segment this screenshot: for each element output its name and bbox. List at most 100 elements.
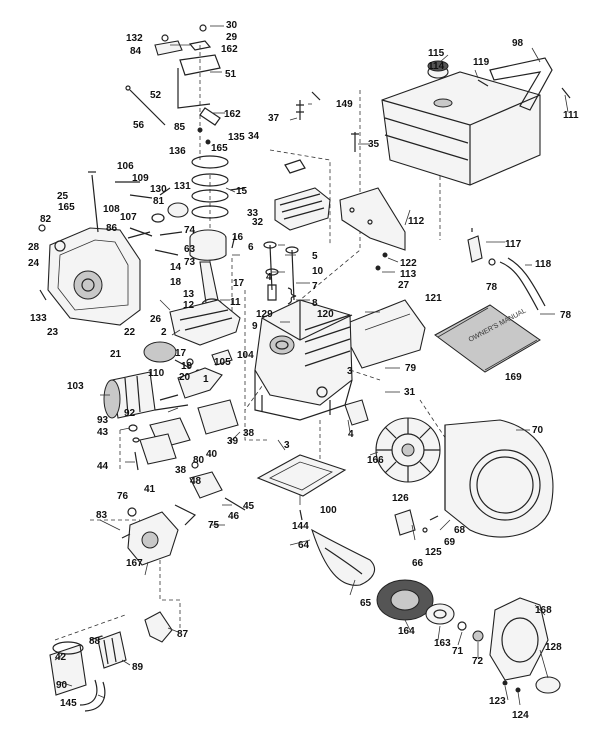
part-callout-26: 26	[150, 314, 162, 325]
part-callout-12: 12	[183, 300, 195, 311]
part-callout-22: 22	[124, 327, 136, 338]
part-callout-71: 71	[452, 646, 464, 657]
part-callout-3: 3	[347, 366, 353, 377]
part-callout-63: 63	[184, 244, 196, 255]
blower-housing	[444, 419, 554, 538]
part-callout-34: 34	[248, 131, 260, 142]
part-callout-136: 136	[169, 146, 186, 157]
part-callout-33: 33	[247, 208, 259, 219]
cylinder-head	[274, 91, 359, 231]
lower-shroud	[311, 528, 375, 586]
part-callout-5: 5	[312, 251, 318, 262]
part-callout-19: 19	[181, 361, 193, 372]
part-callout-65: 65	[360, 598, 372, 609]
part-callout-78: 78	[486, 282, 498, 293]
part-callout-149: 149	[336, 99, 353, 110]
part-callout-121: 121	[425, 293, 442, 304]
part-callout-56: 56	[133, 120, 145, 131]
part-callout-128: 128	[545, 642, 562, 653]
part-callout-51: 51	[225, 69, 237, 80]
leader-lines	[54, 25, 569, 706]
starter-cup	[376, 579, 484, 642]
part-callout-110: 110	[148, 368, 165, 379]
part-callout-114: 114	[428, 61, 445, 72]
part-callout-119: 119	[473, 57, 490, 68]
engine-block	[254, 299, 353, 421]
part-callout-14: 14	[170, 262, 182, 273]
part-callout-167: 167	[126, 558, 143, 569]
part-callout-108: 108	[103, 204, 120, 215]
part-callout-125: 125	[425, 547, 442, 558]
part-callout-103: 103	[67, 381, 84, 392]
part-callout-144: 144	[292, 521, 309, 532]
carburetor	[121, 507, 179, 566]
base-gasket	[256, 454, 347, 521]
part-callout-6: 6	[248, 242, 254, 253]
part-callout-88: 88	[89, 636, 101, 647]
part-callout-45: 45	[243, 501, 255, 512]
part-callout-165: 165	[211, 143, 228, 154]
part-callout-80: 80	[193, 455, 205, 466]
part-callout-135: 135	[228, 132, 245, 143]
part-callout-17: 17	[233, 278, 245, 289]
part-callout-31: 31	[404, 387, 416, 398]
part-callout-118: 118	[535, 259, 552, 270]
part-callout-130: 130	[150, 184, 167, 195]
part-callout-18: 18	[170, 277, 182, 288]
baffle-plate	[349, 299, 426, 369]
part-callout-145: 145	[60, 698, 77, 709]
part-callout-132: 132	[126, 33, 143, 44]
governor-linkage	[174, 461, 246, 526]
part-callout-29: 29	[226, 32, 238, 43]
part-callout-38: 38	[175, 465, 187, 476]
part-callout-13: 13	[183, 289, 195, 300]
part-callout-16: 16	[232, 232, 244, 243]
part-callout-42: 42	[55, 652, 67, 663]
part-callout-74: 74	[184, 225, 196, 236]
part-callout-39: 39	[227, 436, 239, 447]
part-callout-46: 46	[228, 511, 240, 522]
part-callout-35: 35	[368, 139, 380, 150]
part-callout-21: 21	[110, 349, 122, 360]
intake-elbow	[159, 349, 233, 401]
part-callout-82: 82	[40, 214, 52, 225]
part-callout-104: 104	[237, 350, 254, 361]
part-callout-64: 64	[298, 540, 310, 551]
part-callout-107: 107	[120, 212, 137, 223]
part-callout-17: 17	[175, 348, 187, 359]
part-callout-70: 70	[532, 425, 544, 436]
fuel-line	[467, 228, 546, 311]
part-callout-32: 32	[252, 217, 264, 228]
piston-rings	[191, 155, 246, 219]
part-callout-44: 44	[97, 461, 109, 472]
part-callout-112: 112	[408, 216, 425, 227]
part-callout-3: 3	[284, 440, 290, 451]
part-callout-84: 84	[130, 46, 142, 57]
part-callout-85: 85	[174, 122, 186, 133]
part-callout-131: 131	[174, 181, 191, 192]
part-callout-133: 133	[30, 313, 47, 324]
muffler-parts	[49, 611, 173, 712]
part-callout-24: 24	[28, 258, 40, 269]
fuel-tank	[381, 57, 571, 186]
carburetor-gaskets	[128, 399, 239, 471]
part-callout-9: 9	[252, 321, 258, 332]
part-callout-129: 129	[256, 309, 273, 320]
part-callout-79: 79	[405, 363, 417, 374]
part-callout-75: 75	[208, 520, 220, 531]
part-callout-72: 72	[472, 656, 484, 667]
part-callout-111: 111	[563, 110, 579, 121]
governor-parts	[115, 181, 189, 256]
part-callout-73: 73	[184, 257, 196, 268]
part-callout-100: 100	[320, 505, 337, 516]
part-callout-90: 90	[56, 680, 68, 691]
part-callout-126: 126	[392, 493, 409, 504]
part-callout-109: 109	[132, 173, 149, 184]
part-callout-81: 81	[153, 196, 165, 207]
part-callout-2: 2	[161, 327, 167, 338]
part-callout-23: 23	[47, 327, 59, 338]
air-cleaner	[103, 371, 189, 419]
part-callout-92: 92	[124, 408, 136, 419]
part-callout-4: 4	[348, 429, 354, 440]
